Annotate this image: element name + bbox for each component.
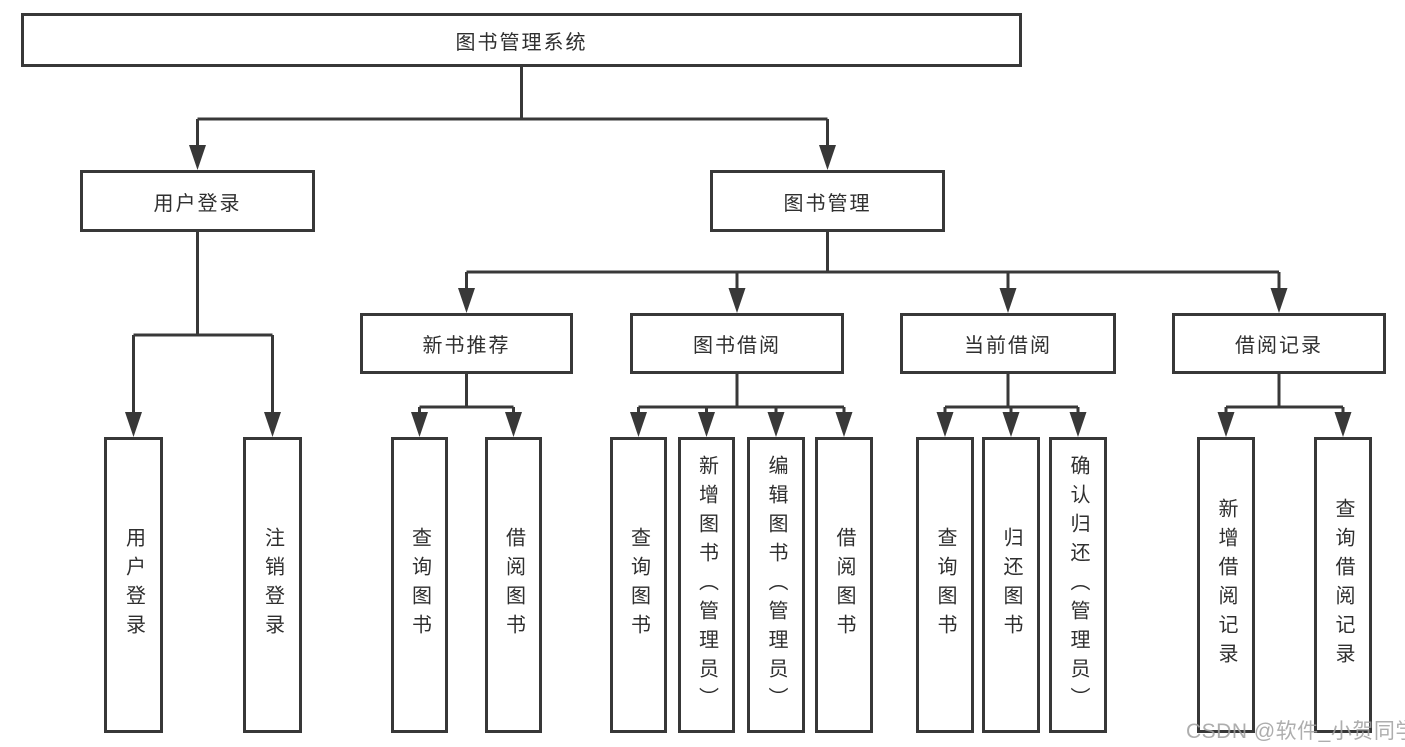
leaf-return-books: 归还图书 [982,437,1040,733]
leaf-query-books-borrow-label: 查询图书 [627,527,650,643]
node-new-book-recommend: 新书推荐 [360,313,573,374]
leaf-confirm-return-admin: 确认归还（管理员） [1049,437,1107,733]
node-library-system-label: 图书管理系统 [455,31,588,54]
leaf-user-login-label: 用户登录 [122,527,145,643]
node-current-borrowing: 当前借阅 [900,313,1116,374]
node-library-system: 图书管理系统 [21,13,1022,67]
node-borrowing-records-label: 借阅记录 [1235,335,1323,357]
node-user-login-label: 用户登录 [153,192,242,215]
leaf-query-books-recommend-label: 查询图书 [408,527,431,643]
leaf-add-book-admin-label: 新增图书（管理员） [695,454,718,716]
node-new-book-recommend-label: 新书推荐 [422,335,511,357]
leaf-user-login: 用户登录 [104,437,163,733]
leaf-query-books-recommend: 查询图书 [391,437,448,733]
leaf-edit-book-admin-label: 编辑图书（管理员） [765,454,787,716]
node-book-borrowing-label: 图书借阅 [693,335,781,357]
leaf-borrow-books-recommend-label: 借阅图书 [502,527,525,643]
leaf-return-books-label: 归还图书 [1000,527,1022,643]
node-book-management: 图书管理 [710,170,945,232]
node-book-management-label: 图书管理 [783,192,872,215]
leaf-confirm-return-admin-label: 确认归还（管理员） [1067,454,1089,716]
node-user-login: 用户登录 [80,170,315,232]
leaf-add-borrow-record: 新增借阅记录 [1197,437,1255,733]
node-book-borrowing: 图书借阅 [630,313,844,374]
leaf-query-books-borrow: 查询图书 [610,437,667,733]
leaf-logout-label: 注销登录 [261,527,284,643]
leaf-borrow-books-recommend: 借阅图书 [485,437,542,733]
leaf-add-borrow-record-label: 新增借阅记录 [1215,498,1237,672]
leaf-query-borrow-record-label: 查询借阅记录 [1332,498,1354,672]
leaf-query-borrow-record: 查询借阅记录 [1314,437,1372,733]
watermark: CSDN @软件_小贺同学 [1186,720,1405,743]
node-current-borrowing-label: 当前借阅 [964,335,1052,357]
leaf-add-book-admin: 新增图书（管理员） [678,437,735,733]
leaf-query-books-current: 查询图书 [916,437,974,733]
leaf-query-books-current-label: 查询图书 [934,527,956,643]
leaf-logout: 注销登录 [243,437,302,733]
leaf-borrow-books-label: 借阅图书 [833,527,855,643]
leaf-borrow-books: 借阅图书 [815,437,873,733]
leaf-edit-book-admin: 编辑图书（管理员） [747,437,805,733]
node-borrowing-records: 借阅记录 [1172,313,1386,374]
